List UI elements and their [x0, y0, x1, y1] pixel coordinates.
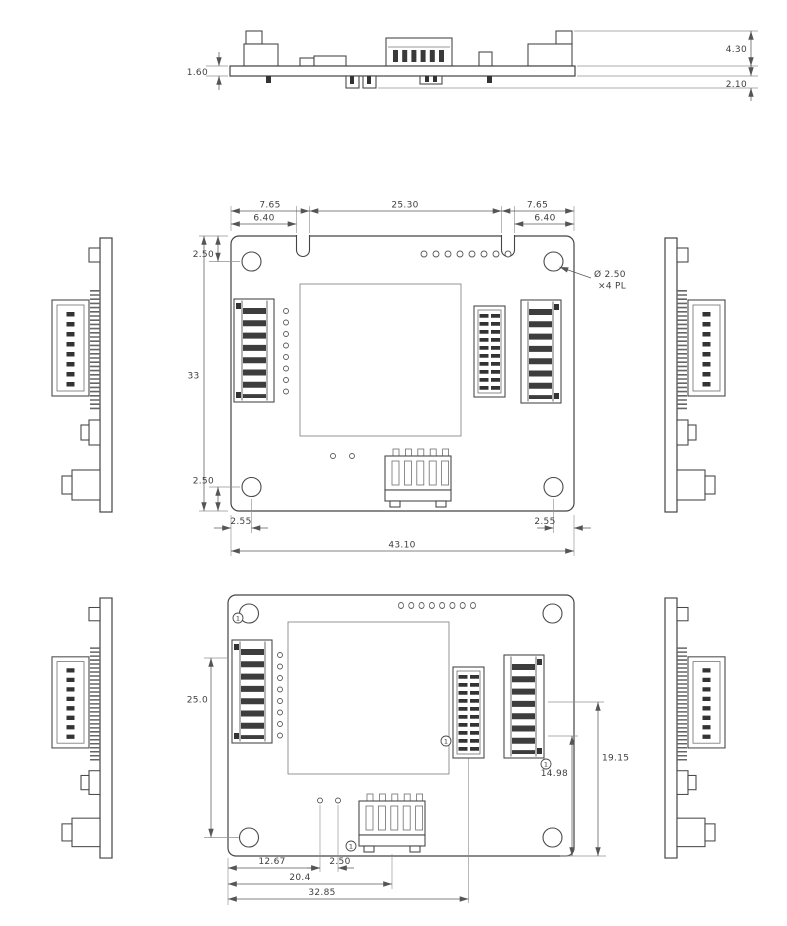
bottom-header-connector — [358, 793, 426, 853]
left-edge-connector — [234, 299, 274, 402]
dim-right-lower-label: 14.98 — [541, 769, 568, 779]
top-edge-view: 4.30 2.10 1.60 — [187, 30, 758, 101]
pin-under — [487, 76, 492, 83]
flag-note-label: 1 — [444, 738, 448, 746]
right-connector-step — [555, 30, 573, 45]
hole-callout-places-label: ×4 PL — [598, 282, 626, 292]
flag-note-label: 1 — [544, 761, 548, 769]
dim-hole-left-offset-label: 2.55 — [230, 517, 251, 527]
dim-board-width-label: 43.10 — [388, 541, 415, 551]
mounting-holes — [241, 251, 564, 498]
board-edge-profile — [229, 65, 576, 77]
top-edge-dimensions: 4.30 2.10 1.60 — [187, 30, 758, 101]
dim-component-height-label: 4.30 — [726, 45, 747, 55]
dim-board-height-label: 33 — [187, 372, 199, 382]
dim-board-thickness-label: 1.60 — [187, 68, 208, 78]
dim-notch-right-inner-label: 6.40 — [534, 214, 555, 224]
side-view-front-right — [665, 238, 725, 512]
right-connector-profile — [527, 43, 573, 67]
pin-under — [350, 76, 354, 84]
fiducial — [317, 797, 323, 804]
mounting-notch-left — [295, 235, 311, 258]
front-view-dimensions: 7.65 6.40 25.30 7.65 6.40 2.50 33 2.50 — [187, 201, 626, 556]
component-profile — [478, 51, 493, 67]
center-dense-connector — [453, 667, 484, 758]
bottom-header-connector — [384, 448, 452, 508]
dim-underside-height-label: 2.10 — [726, 80, 747, 90]
right-edge-connector — [504, 655, 544, 758]
right-edge-connector — [521, 300, 561, 403]
pin-under — [433, 76, 437, 82]
dim-notch-span-label: 25.30 — [391, 201, 418, 211]
dim-notch-left-outer-label: 7.65 — [259, 201, 280, 211]
bottom-view-dimensions: 25.0 19.15 14.98 12.67 2.50 20.4 32.85 — [187, 657, 629, 905]
dim-hole-bottom-offset-label: 2.50 — [193, 477, 214, 487]
pin-under — [266, 76, 271, 83]
front-view: 7.65 6.40 25.30 7.65 6.40 2.50 33 2.50 — [187, 201, 626, 556]
left-edge-connector — [232, 640, 272, 743]
fiducial — [335, 797, 341, 804]
bottom-view: 1 1 1 1 25.0 19.15 14.98 — [187, 594, 629, 905]
side-view-front-left — [52, 238, 112, 512]
fiducial — [349, 453, 355, 459]
flag-note-label: 1 — [236, 615, 240, 623]
dim-bottom-2-label: 2.50 — [329, 857, 350, 867]
dim-notch-left-inner-label: 6.40 — [253, 214, 274, 224]
pin-under — [367, 76, 371, 84]
dim-hole-right-offset-label: 2.55 — [534, 517, 555, 527]
dim-bottom-4-label: 32.85 — [308, 888, 335, 898]
side-view-bottom-right — [665, 598, 725, 858]
dim-left-height-label: 25.0 — [187, 696, 208, 706]
dim-hole-top-offset-label: 2.50 — [193, 250, 214, 260]
inner-right-connector — [474, 306, 505, 397]
component-profile — [299, 57, 315, 67]
side-view-bottom-left — [52, 598, 112, 858]
dim-notch-right-outer-label: 7.65 — [527, 201, 548, 211]
module-outline — [287, 621, 450, 775]
left-connector-profile — [243, 43, 279, 67]
dim-bottom-1-label: 12.67 — [258, 857, 285, 867]
flag-note-label: 1 — [349, 843, 353, 851]
mounting-holes — [238, 603, 563, 848]
component-profile — [313, 55, 347, 67]
left-connector-step — [245, 30, 263, 45]
fiducial — [330, 453, 336, 459]
dim-right-upper-label: 19.15 — [602, 754, 629, 764]
module-outline — [299, 283, 462, 437]
dim-bottom-3-label: 20.4 — [289, 873, 310, 883]
under-tab — [419, 75, 443, 85]
hole-callout-diameter-label: Ø 2.50 — [594, 269, 626, 280]
pin-under — [425, 76, 429, 82]
flag-notes: 1 1 1 1 — [232, 612, 552, 852]
